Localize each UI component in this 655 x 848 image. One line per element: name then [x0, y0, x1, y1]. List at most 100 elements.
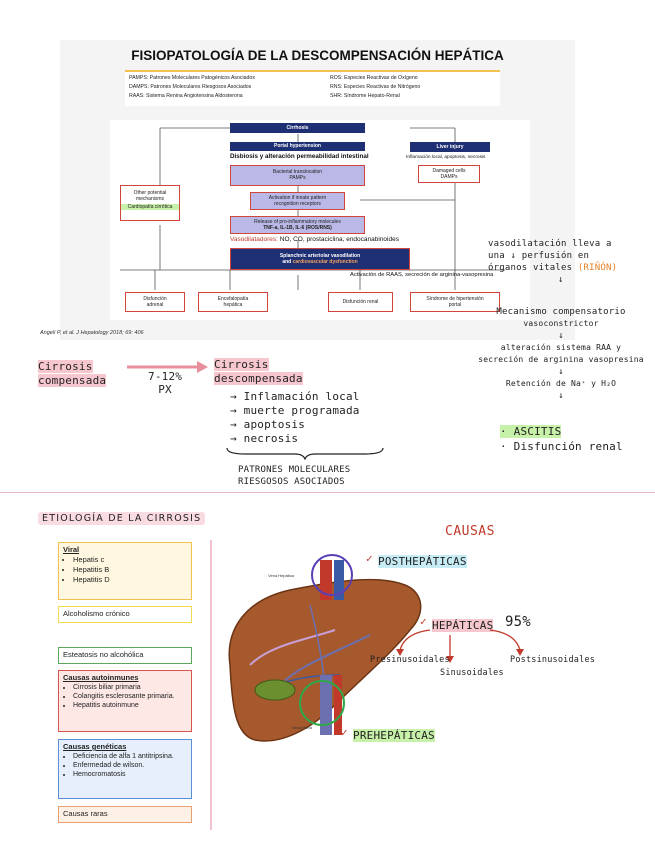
label-presinusoidales: Presinusoidales [370, 655, 450, 665]
other-label-2: mechanisms [135, 196, 165, 202]
damaged-cells-label: Damaged cells [432, 168, 466, 174]
outcome-adrenal-1: Disfunción [143, 296, 167, 302]
hepaticas-text: HEPÁTICAS [432, 619, 494, 632]
note-r14: · Disfunción renal [500, 440, 623, 453]
note-r3b: (RIÑÓN) [577, 263, 618, 273]
notes-right-lower: Mecanismo compensatorio vasoconstrictor … [467, 306, 655, 402]
notes-right-results: · ASCITIS · Disfunción renal [500, 424, 623, 454]
posthepaticas-text: POSTHEPÁTICAS [378, 555, 467, 568]
and-label: and [282, 259, 292, 265]
label-95: 95% [505, 614, 531, 630]
viral-box: Viral Hepatis c Hepatitis B Hepatitis D [58, 542, 192, 600]
cardiovascular-label: cardiovascular dysfunction [292, 259, 358, 265]
note-r7: ↓ [558, 331, 564, 341]
node-disbiosis: Disbiosis y alteración permeabilidad int… [230, 153, 369, 160]
note-r11: Retención de Na⁺ y H₂O [505, 379, 617, 388]
abbreviations-legend: PAMPS: Patrones Moleculares Patogénicos … [125, 70, 500, 106]
flow-diagram: Cirrhosis Portal hypertension Disbiosis … [110, 120, 530, 320]
note-r2: una ↓ perfusión en [488, 251, 590, 261]
geneticas-box: Causas genéticas Deficiencia de alfa 1 a… [58, 739, 192, 799]
outcome-portal-2: portal [448, 302, 462, 308]
note-brace-label: PATRONES MOLECULARES RIESGOSOS ASOCIADOS [238, 464, 350, 488]
note-px: PX [158, 383, 172, 396]
note-d2-text: descompensada [214, 372, 303, 385]
outcome-encephalopathy: Encefalopatía hepática [198, 292, 268, 312]
note-r5: Mecanismo compensatorio [496, 307, 626, 317]
outcome-portal-syndrome: Síndrome de hipertensión portal [410, 292, 500, 312]
note-item-2: → muerte programada [230, 404, 360, 417]
node-vasodilatadores: Vasodilatadores: NO, CO, prostaciclina, … [230, 236, 399, 243]
abbr-shr: SHR: Síndrome Hepato-Renal [330, 93, 400, 99]
autoinmunes-head: Causas autoinmunes [63, 673, 139, 682]
outcome-adrenal-2: adrenal [146, 302, 164, 308]
note-item-3: → apoptosis [230, 418, 306, 431]
note-item-1: → Inflamación local [230, 390, 360, 403]
note-c2: compensada [38, 374, 107, 388]
note-r13: · ASCITIS [500, 424, 623, 439]
viral-item-2: Hepatitis B [73, 565, 187, 575]
cardiovascular-line: and cardiovascular dysfunction [231, 259, 409, 265]
section-divider [0, 492, 655, 493]
abbr-rns: RNS: Especies Reactivas de Nitrógeno [330, 84, 421, 90]
note-r12: ↓ [558, 391, 564, 401]
geneticas-item-2: Enfermedad de wilson. [73, 761, 187, 770]
node-liver-injury: Liver injury [410, 142, 490, 152]
splanchnic-label: Splanchnic arteriolar vasodilation [279, 253, 361, 259]
note-item-4: → necrosis [230, 432, 299, 445]
node-activation: Activation if innate pattern recognition… [250, 192, 345, 210]
note-descompensada-list: → Inflamación local → muerte programada … [230, 390, 360, 446]
abbr-raas: RAAS: Sistema Renina Angiotensina Aldost… [129, 93, 243, 99]
note-d1: Cirrosis [214, 358, 303, 372]
alcohol-box: Alcoholismo crónico [58, 606, 192, 623]
hepaticas-arrows [396, 629, 524, 663]
outcome-adrenal: Disfunción adrenal [125, 292, 185, 312]
outcome-encephalopathy-1: Encefalopatía [217, 296, 249, 302]
autoinmunes-item-3: Hepatitis autoinmune [73, 701, 187, 710]
tnf-label: TNF-a, IL-1B, IL-6 (ROS/RNS) [263, 225, 332, 231]
node-cirrhosis: Cirrhosis [230, 123, 365, 133]
abbr-ros: ROS: Especies Reactivas de Oxígeno [330, 75, 418, 81]
arrow-compensada [127, 361, 208, 373]
check-hep: ✓ [420, 615, 427, 628]
note-descompensada: Cirrosis descompensada [214, 358, 303, 386]
activation-label-1: Activation if innate pattern [268, 195, 327, 201]
viral-item-3: Hepatitis D [73, 575, 187, 585]
note-r4: ↓ [558, 275, 564, 285]
label-prehepaticas: PREHEPÁTICAS [353, 729, 435, 742]
other-label-3: Cardiopatía cirrótica [121, 204, 179, 210]
note-d1-text: Cirrosis [214, 358, 269, 371]
note-d2: descompensada [214, 372, 303, 386]
node-release: Release of pro-inflammatory molecules TN… [230, 216, 365, 234]
release-label: Release of pro-inflammatory molecules [254, 219, 341, 225]
outcome-encephalopathy-2: hepática [223, 302, 243, 308]
activation-label-2: recognition receptors [274, 201, 321, 207]
label-posthepaticas: POSTHEPÁTICAS [378, 555, 467, 568]
notes-right: vasodilatación lleva a una ↓ perfusión e… [488, 238, 653, 286]
note-brace-1: PATRONES MOLECULARES [238, 465, 351, 475]
note-c2-text: compensada [38, 374, 107, 387]
vertical-divider [210, 540, 212, 830]
liver-illustration [228, 554, 422, 742]
note-r3: órganos vitales (RIÑÓN) [488, 262, 653, 274]
label-postsinusoidales: Postsinusoidales [510, 655, 596, 665]
label-hepaticas: HEPÁTICAS [432, 619, 494, 632]
autoinmunes-item-1: Cirrosis biliar primaria [73, 683, 187, 692]
note-r8: alteración sistema RAA y [500, 343, 622, 352]
note-c1: Cirrosis [38, 360, 106, 374]
note-r3a: órganos vitales [488, 263, 578, 273]
brace [226, 447, 384, 460]
causas-title: CAUSAS [445, 524, 495, 539]
abbr-damps: DAMPS: Patrones Moleculares Riesgosos As… [129, 84, 252, 90]
autoinmunes-box: Causas autoinmunes Cirrosis biliar prima… [58, 670, 192, 732]
prehepaticas-label: PREHEPÁTICAS [353, 729, 435, 742]
damps-label: DAMPs [440, 174, 458, 180]
label-vena-hepatica: Vena Hepática [268, 573, 295, 578]
diagram-connectors [120, 127, 505, 290]
outcome-renal: Disfunción renal [328, 292, 393, 312]
abbr-pamps: PAMPS: Patrones Moleculares Patogénicos … [129, 75, 255, 81]
outcome-portal-1: Síndrome de hipertensión [426, 296, 484, 302]
pathophysiology-figure: FISIOPATOLOGÍA DE LA DESCOMPENSACIÓN HEP… [60, 40, 575, 340]
check-post: ✓ [366, 552, 373, 565]
citation: Angeli P, et al. J Hepatology 2018; 69: … [40, 330, 144, 336]
node-raas: Activación de RAAS, secreción de arginin… [350, 272, 494, 278]
